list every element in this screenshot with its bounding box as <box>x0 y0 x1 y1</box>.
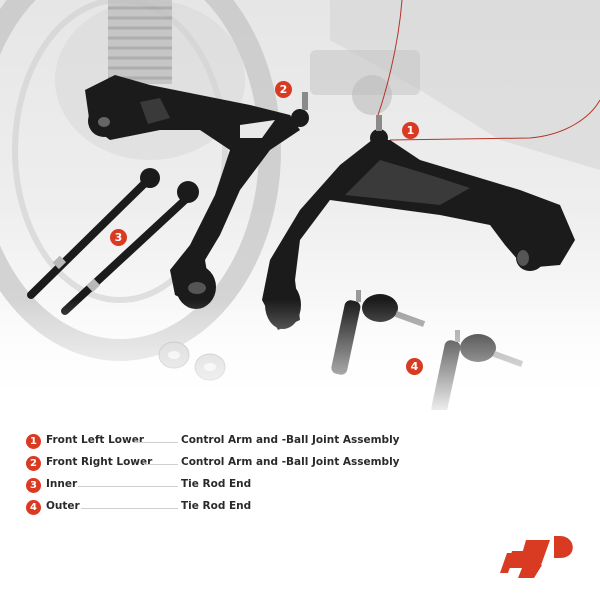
legend-number-badge: 2 <box>26 456 41 471</box>
legend-position: Inner <box>46 478 78 490</box>
background-suspension-illustration <box>0 0 600 410</box>
legend-row: 1 Front Left Lower Control Arm and -Ball… <box>26 432 426 454</box>
parts-legend: 1 Front Left Lower Control Arm and -Ball… <box>26 432 426 520</box>
legend-divider <box>144 464 178 465</box>
callout-badge-3: 3 <box>110 229 127 246</box>
legend-row: 4 Outer Tie Rod End <box>26 498 426 520</box>
product-photo: 1 2 3 4 <box>0 0 600 410</box>
callout-badge-4: 4 <box>406 358 423 375</box>
legend-number-badge: 4 <box>26 500 41 515</box>
a-premium-logo-icon <box>500 536 573 578</box>
legend-part-name: Tie Rod End <box>181 478 252 490</box>
legend-part-name: Control Arm and -Ball Joint Assembly <box>181 456 400 468</box>
callout-badge-1: 1 <box>402 122 419 139</box>
legend-divider <box>81 508 178 509</box>
legend-divider <box>133 442 178 443</box>
legend-position: Front Left Lower <box>46 434 145 446</box>
legend-part-name: Control Arm and -Ball Joint Assembly <box>181 434 400 446</box>
callout-badge-2: 2 <box>275 81 292 98</box>
legend-position: Outer <box>46 500 80 512</box>
scene-fade <box>0 300 600 410</box>
legend-divider <box>78 486 178 487</box>
legend-number-badge: 3 <box>26 478 41 493</box>
legend-row: 2 Front Right Lower Control Arm and -Bal… <box>26 454 426 476</box>
legend-position: Front Right Lower <box>46 456 153 468</box>
legend-row: 3 Inner Tie Rod End <box>26 476 426 498</box>
legend-number-badge: 1 <box>26 434 41 449</box>
legend-part-name: Tie Rod End <box>181 500 252 512</box>
